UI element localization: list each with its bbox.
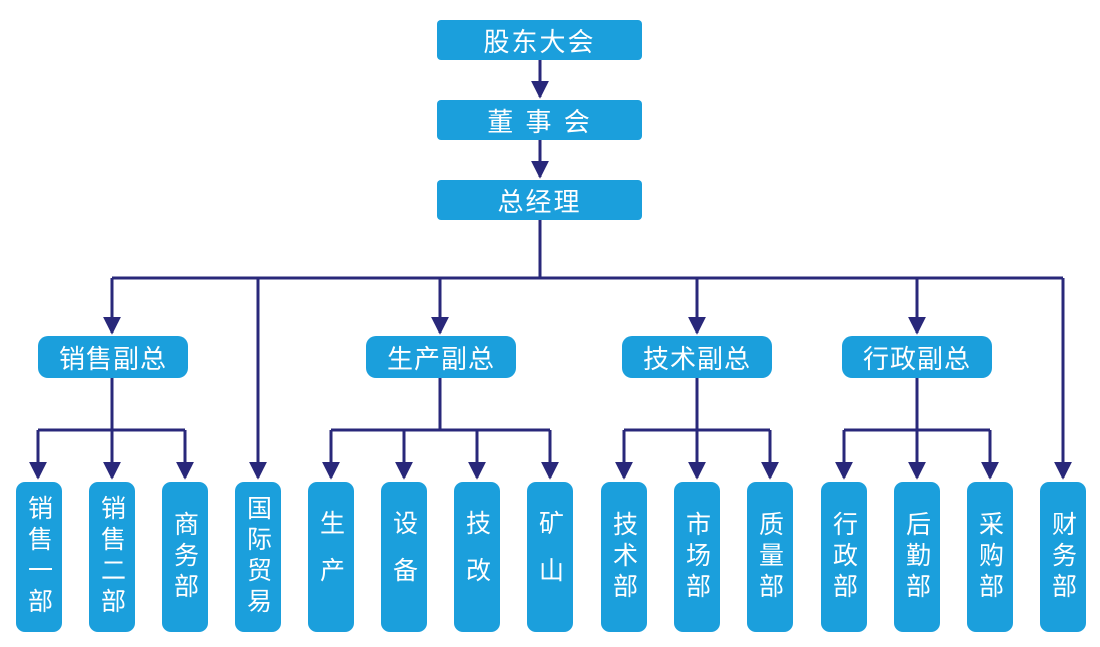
sales-vp-label: 销售副总 <box>58 344 167 375</box>
dept-sales2: 销售二部 <box>89 482 135 632</box>
dept-equipment-label: 设备 <box>389 510 419 604</box>
dept-business-label: 商务部 <box>170 510 200 604</box>
dept-finance: 财务部 <box>1040 482 1086 632</box>
dept-admin: 行政部 <box>821 482 867 632</box>
dept-production: 生产 <box>308 482 354 632</box>
dept-logistics: 后勤部 <box>894 482 940 632</box>
dept-market: 市场部 <box>674 482 720 632</box>
dept-tech-label: 技术部 <box>609 510 639 604</box>
dept-mine: 矿山 <box>527 482 573 632</box>
dept-purchase: 采购部 <box>967 482 1013 632</box>
board-label: 董 事 会 <box>487 107 592 138</box>
dept-quality: 质量部 <box>747 482 793 632</box>
production-vp-label: 生产副总 <box>386 344 495 375</box>
shareholders-meeting-label: 股东大会 <box>483 27 596 58</box>
dept-sales1-label: 销售一部 <box>24 495 54 619</box>
dept-sales2-label: 销售二部 <box>97 495 127 619</box>
dept-business: 商务部 <box>162 482 208 632</box>
tech-vp-box: 技术副总 <box>622 336 772 378</box>
production-vp-box: 生产副总 <box>366 336 516 378</box>
general-manager-label: 总经理 <box>497 187 582 218</box>
dept-equipment: 设备 <box>381 482 427 632</box>
board-box: 董 事 会 <box>437 100 642 140</box>
dept-intl-trade: 国际贸易 <box>235 482 281 632</box>
dept-quality-label: 质量部 <box>755 510 785 604</box>
dept-purchase-label: 采购部 <box>975 510 1005 604</box>
dept-production-label: 生产 <box>316 510 346 604</box>
dept-mine-label: 矿山 <box>535 510 565 604</box>
shareholders-meeting-box: 股东大会 <box>437 20 642 60</box>
dept-logistics-label: 后勤部 <box>902 510 932 604</box>
dept-sales1: 销售一部 <box>16 482 62 632</box>
general-manager-box: 总经理 <box>437 180 642 220</box>
dept-market-label: 市场部 <box>682 510 712 604</box>
sales-vp-box: 销售副总 <box>38 336 188 378</box>
dept-finance-label: 财务部 <box>1048 510 1078 604</box>
dept-tech-reform: 技改 <box>454 482 500 632</box>
admin-vp-box: 行政副总 <box>842 336 992 378</box>
dept-tech: 技术部 <box>601 482 647 632</box>
dept-intl-trade-label: 国际贸易 <box>243 495 273 619</box>
dept-admin-label: 行政部 <box>829 510 859 604</box>
dept-tech-reform-label: 技改 <box>462 510 492 604</box>
tech-vp-label: 技术副总 <box>642 344 751 375</box>
admin-vp-label: 行政副总 <box>862 344 971 375</box>
